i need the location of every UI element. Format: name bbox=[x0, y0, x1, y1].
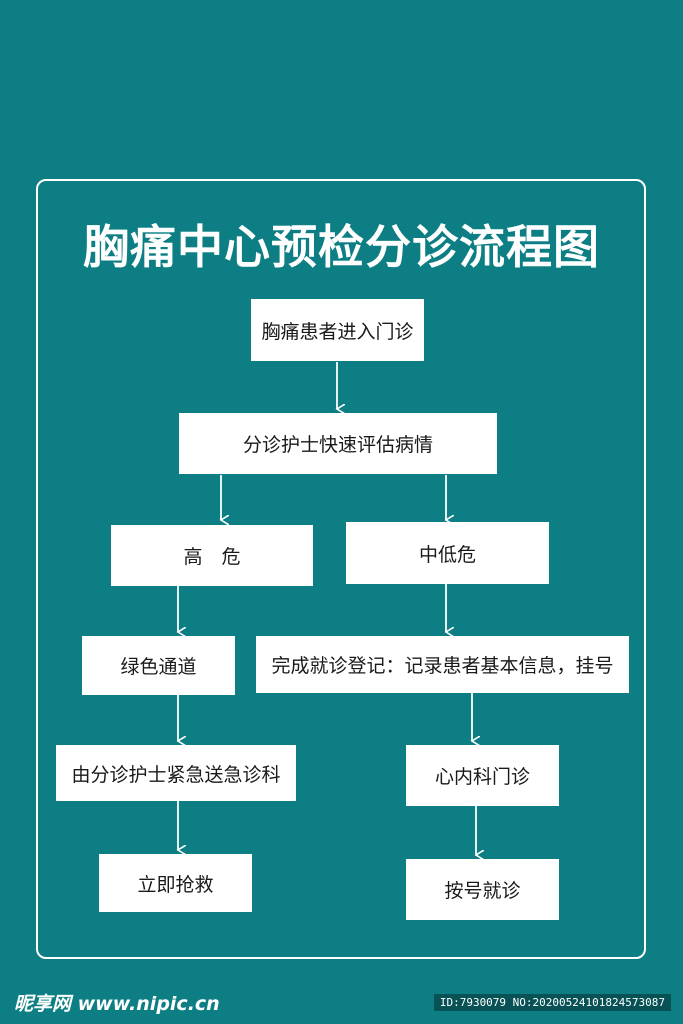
node-mid-low-risk: 中低危 bbox=[346, 522, 549, 584]
diagram-title: 胸痛中心预检分诊流程图 bbox=[83, 220, 600, 274]
node-green-channel: 绿色通道 bbox=[82, 636, 235, 695]
node-register: 完成就诊登记：记录患者基本信息，挂号 bbox=[256, 636, 629, 693]
watermark-site: 昵享网 www.nipic.cn bbox=[14, 993, 220, 1015]
node-escort: 由分诊护士紧急送急诊科 bbox=[56, 745, 296, 801]
node-high-risk: 高 危 bbox=[111, 525, 313, 586]
node-visit: 按号就诊 bbox=[406, 859, 559, 920]
watermark-id: ID:7930079 NO:20200524101824573087 bbox=[433, 994, 671, 1011]
node-entry: 胸痛患者进入门诊 bbox=[251, 299, 424, 361]
diagram-frame bbox=[36, 179, 646, 959]
node-rescue: 立即抢救 bbox=[99, 854, 252, 912]
node-cardiology: 心内科门诊 bbox=[406, 745, 559, 806]
node-triage: 分诊护士快速评估病情 bbox=[179, 413, 497, 474]
